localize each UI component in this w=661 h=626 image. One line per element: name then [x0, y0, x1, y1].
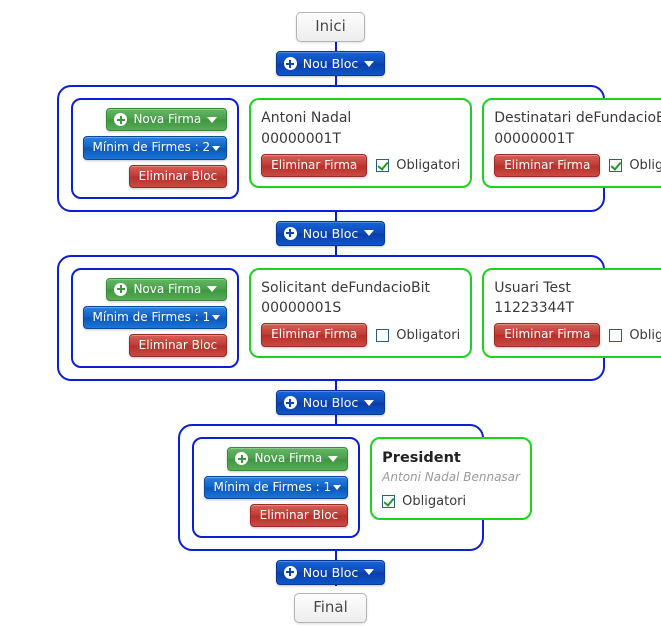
role-title: President [382, 450, 461, 467]
signer-name: Solicitant deFundacioBit [261, 279, 431, 296]
add-block-button-3[interactable]: Nou Bloc [275, 390, 386, 416]
chevron-down-icon [364, 230, 375, 237]
remove-signature-label: Eliminar Firma [504, 327, 591, 342]
signer-card: Solicitant deFundacioBit 00000001S Elimi… [249, 267, 473, 358]
signature-block-2: Nova Firma Mínim de Firmes : 1 Eliminar … [56, 254, 661, 382]
remove-signature-button[interactable]: Eliminar Firma [494, 153, 601, 178]
new-signature-label: Nova Firma [254, 451, 323, 466]
remove-signature-button[interactable]: Eliminar Firma [494, 323, 601, 347]
signer-doc-id: 11223344T [494, 300, 575, 317]
signature-block-3: Nova Firma Mínim de Firmes : 1 Eliminar … [177, 424, 532, 551]
chevron-down-icon [364, 399, 375, 406]
plus-icon [235, 452, 249, 466]
chevron-down-icon [333, 484, 342, 490]
signer-card: Antoni Nadal 00000001T Eliminar Firma Ob… [249, 98, 473, 189]
chevron-down-icon [207, 286, 218, 293]
chevron-down-icon [212, 315, 221, 321]
add-block-button-1[interactable]: Nou Bloc [275, 51, 386, 77]
checkbox-checked-icon[interactable] [609, 158, 623, 172]
plus-icon [283, 565, 297, 579]
signer-doc-id: 00000001T [494, 130, 575, 147]
checkbox-unchecked-icon[interactable] [609, 328, 623, 342]
role-card: President Antoni Nadal Bennasar Obligato… [370, 437, 532, 521]
block-controls-1: Nova Firma Mínim de Firmes : 2 Eliminar … [70, 98, 240, 199]
chevron-down-icon [328, 455, 339, 462]
remove-block-button-3[interactable]: Eliminar Bloc [249, 503, 349, 527]
new-signature-label: Nova Firma [133, 281, 202, 296]
add-block-button-2[interactable]: Nou Bloc [275, 220, 386, 246]
chevron-down-icon [207, 116, 218, 123]
add-block-label: Nou Bloc [302, 56, 359, 72]
min-signatures-label: Mínim de Firmes : 1 [92, 310, 211, 324]
signer-doc-id: 00000001S [261, 300, 342, 317]
signer-name: Usuari Test [494, 279, 571, 296]
remove-signature-label: Eliminar Firma [271, 157, 358, 172]
min-signatures-dropdown-3[interactable]: Mínim de Firmes : 1 [203, 475, 349, 499]
block-controls-2: Nova Firma Mínim de Firmes : 1 Eliminar … [70, 267, 240, 369]
remove-signature-label: Eliminar Firma [504, 157, 591, 172]
block-controls-3: Nova Firma Mínim de Firmes : 1 Eliminar … [191, 437, 361, 538]
checkbox-checked-icon[interactable] [376, 158, 390, 172]
chevron-down-icon [364, 60, 375, 67]
required-label: Obligatori [629, 327, 661, 343]
new-signature-button-2[interactable]: Nova Firma [106, 277, 228, 301]
remove-block-button-2[interactable]: Eliminar Bloc [128, 334, 228, 358]
new-signature-button-3[interactable]: Nova Firma [227, 447, 349, 471]
required-checkbox-wrap[interactable]: Obligatori [382, 494, 520, 509]
min-signatures-label: Mínim de Firmes : 2 [92, 140, 211, 155]
required-checkbox-wrap[interactable]: Obligatori [376, 158, 460, 173]
remove-signature-button[interactable]: Eliminar Firma [261, 323, 368, 347]
remove-signature-label: Eliminar Firma [271, 327, 358, 342]
required-checkbox-wrap[interactable]: Obligatori [609, 328, 661, 343]
add-block-label: Nou Bloc [302, 225, 359, 241]
signer-card-list-1: Antoni Nadal 00000001T Eliminar Firma Ob… [249, 98, 661, 189]
required-label: Obligatori [396, 327, 461, 343]
signer-name: Destinatari deFundacioBit [494, 110, 661, 127]
plus-icon [114, 282, 128, 296]
chevron-down-icon [212, 145, 221, 151]
plus-icon [283, 226, 297, 240]
signer-card: Destinatari deFundacioBit 00000001T Elim… [482, 98, 661, 189]
signer-card-list-2: Solicitant deFundacioBit 00000001S Elimi… [249, 267, 661, 358]
signer-doc-id: 00000001T [261, 130, 341, 147]
add-block-label: Nou Bloc [302, 564, 359, 580]
min-signatures-label: Mínim de Firmes : 1 [213, 479, 332, 494]
flow-end-node: Final [294, 592, 367, 624]
plus-icon [283, 57, 297, 71]
remove-block-button-1[interactable]: Eliminar Bloc [128, 164, 228, 188]
role-card-list-3: President Antoni Nadal Bennasar Obligato… [370, 437, 532, 521]
required-label: Obligatori [629, 157, 661, 173]
new-signature-button-1[interactable]: Nova Firma [106, 108, 228, 132]
signature-block-1: Nova Firma Mínim de Firmes : 2 Eliminar … [56, 85, 661, 212]
plus-icon [283, 396, 297, 410]
checkbox-unchecked-icon[interactable] [376, 328, 390, 342]
required-checkbox-wrap[interactable]: Obligatori [376, 328, 460, 343]
required-checkbox-wrap[interactable]: Obligatori [609, 158, 661, 173]
remove-block-label: Eliminar Bloc [259, 507, 339, 522]
plus-icon [114, 113, 128, 127]
new-signature-label: Nova Firma [133, 112, 202, 127]
remove-signature-button[interactable]: Eliminar Firma [261, 153, 368, 178]
required-label: Obligatori [396, 157, 461, 173]
remove-block-label: Eliminar Bloc [138, 168, 218, 183]
flow-start-node: Inici [296, 12, 365, 43]
role-person: Antoni Nadal Bennasar [382, 470, 520, 485]
add-block-label: Nou Bloc [302, 395, 359, 411]
signer-card: Usuari Test 11223344T Eliminar Firma Obl… [482, 267, 661, 358]
min-signatures-dropdown-2[interactable]: Mínim de Firmes : 1 [82, 306, 228, 330]
add-block-button-4[interactable]: Nou Bloc [275, 559, 386, 585]
remove-block-label: Eliminar Bloc [138, 338, 218, 353]
signer-name: Antoni Nadal [261, 110, 352, 127]
checkbox-checked-icon[interactable] [382, 495, 396, 509]
required-label: Obligatori [402, 494, 467, 510]
min-signatures-dropdown-1[interactable]: Mínim de Firmes : 2 [82, 136, 228, 160]
chevron-down-icon [364, 569, 375, 576]
